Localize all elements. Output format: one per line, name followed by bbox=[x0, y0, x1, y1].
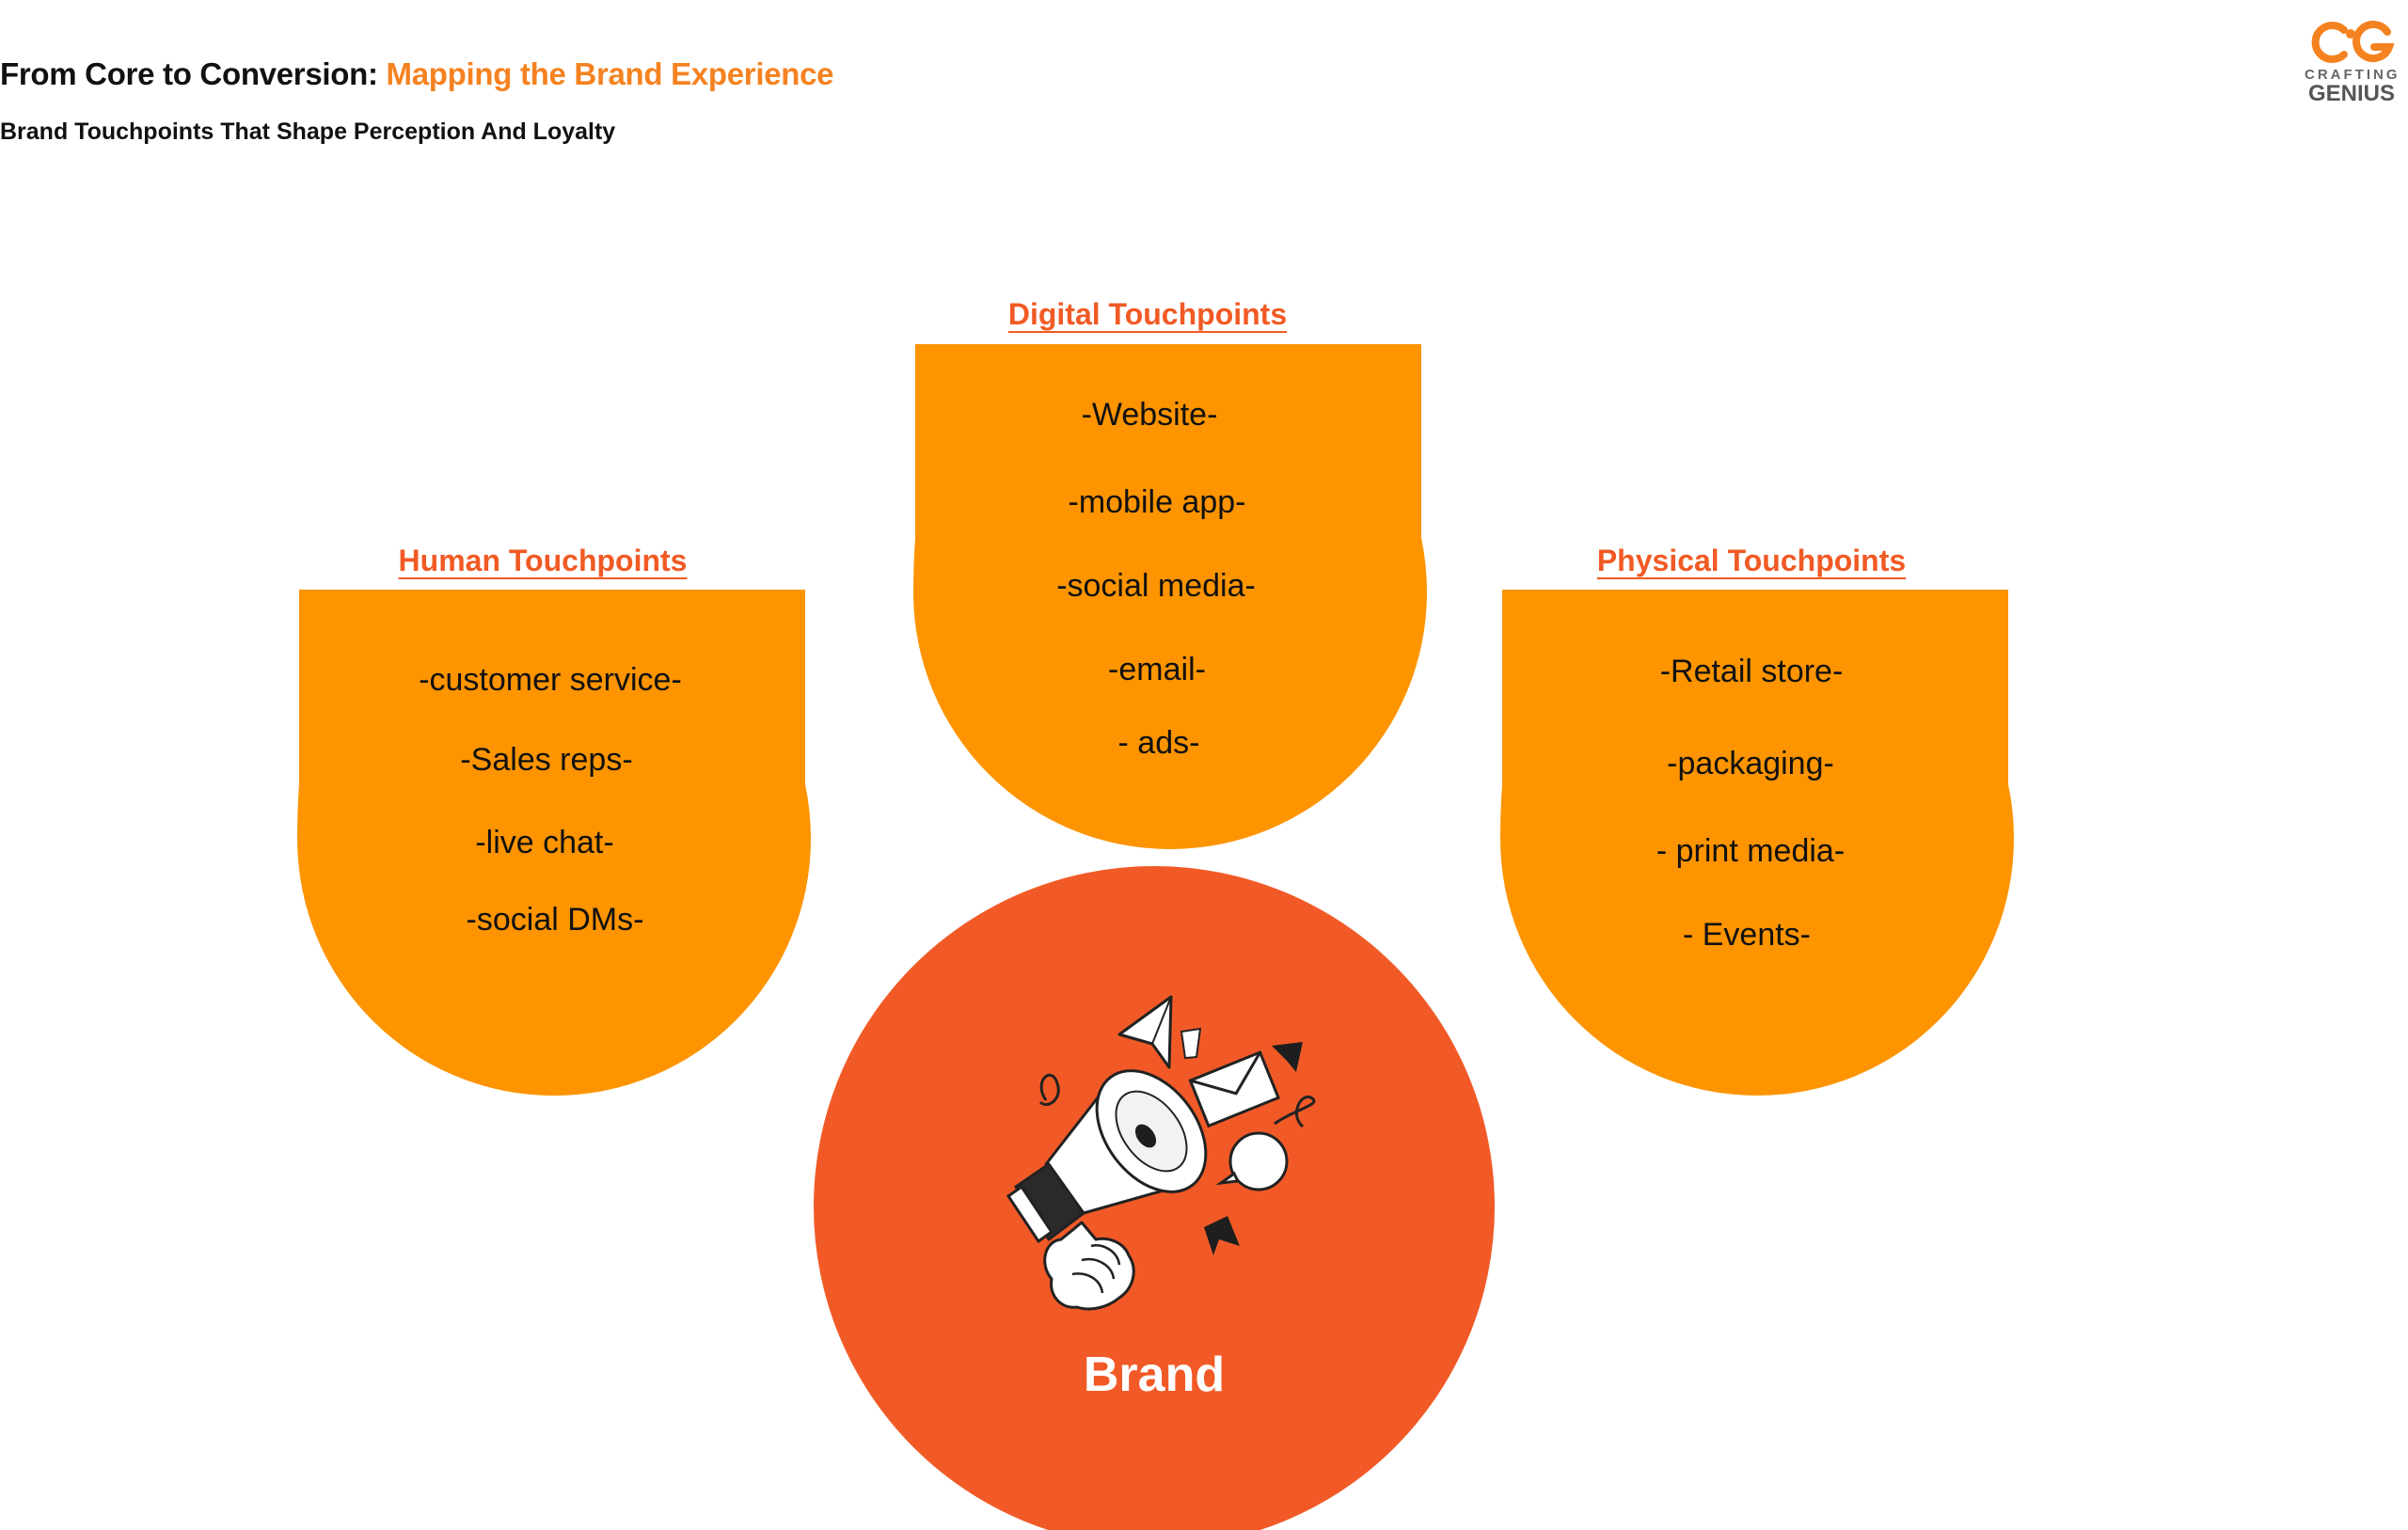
logo-mark-icon bbox=[2311, 21, 2395, 63]
human-item-social-dms: -social DMs- bbox=[466, 902, 644, 938]
human-touchpoint-shape bbox=[296, 590, 811, 1096]
digital-item-social-media: -social media- bbox=[1056, 568, 1256, 604]
physical-touchpoint-shape bbox=[1500, 590, 2014, 1096]
title-accent: Mapping the Brand Experience bbox=[386, 56, 834, 91]
physical-item-events: - Events- bbox=[1682, 917, 1812, 953]
human-item-sales-reps: -Sales reps- bbox=[460, 742, 633, 778]
digital-touchpoints-label: Digital Touchpoints bbox=[1007, 297, 1288, 331]
digital-touchpoint-shape bbox=[913, 344, 1427, 849]
brand-label: Brand bbox=[1083, 1348, 1226, 1402]
brand-circle bbox=[814, 866, 1495, 1530]
megaphone-icon bbox=[1006, 995, 1316, 1311]
logo-line1: CRAFTING bbox=[2305, 67, 2400, 83]
human-item-customer-service: -customer service- bbox=[419, 662, 682, 698]
page-subtitle: Brand Touchpoints That Shape Perception … bbox=[0, 118, 616, 145]
physical-item-retail-store: -Retail store- bbox=[1659, 654, 1844, 689]
crafting-genius-logo: CRAFTING GENIUS bbox=[2305, 21, 2399, 107]
digital-item-ads: - ads- bbox=[1117, 725, 1200, 761]
digital-item-email: -email- bbox=[1108, 652, 1206, 687]
digital-item-website: -Website- bbox=[1081, 397, 1218, 433]
human-touchpoints-label: Human Touchpoints bbox=[398, 544, 688, 577]
physical-item-print-media: - print media- bbox=[1656, 833, 1846, 869]
page-title: From Core to Conversion: Mapping the Bra… bbox=[0, 56, 834, 92]
human-item-live-chat: -live chat- bbox=[475, 825, 614, 860]
digital-item-mobile-app: -mobile app- bbox=[1068, 484, 1246, 520]
title-prefix: From Core to Conversion: bbox=[0, 56, 378, 91]
physical-touchpoints-label: Physical Touchpoints bbox=[1596, 544, 1907, 577]
physical-item-packaging: -packaging- bbox=[1667, 746, 1834, 781]
logo-line2: GENIUS bbox=[2307, 81, 2395, 106]
